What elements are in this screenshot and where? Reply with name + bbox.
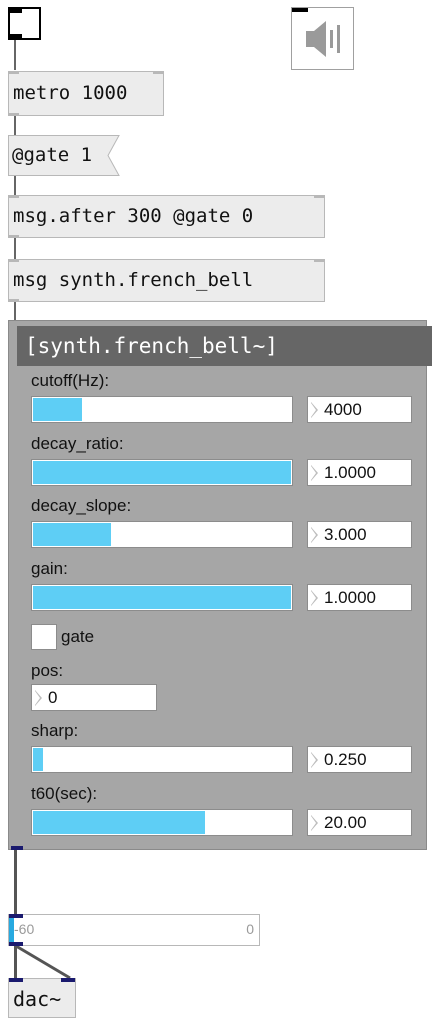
wire-toggle-metro (14, 40, 16, 70)
param-label-decay-slope: decay_slope: (31, 496, 132, 515)
param-label-decay-ratio: decay_ratio: (31, 434, 124, 453)
slider-cutoff[interactable] (31, 396, 293, 423)
numbox-value: 3.000 (324, 525, 367, 544)
meter-bar (9, 918, 14, 942)
metro-label: metro 1000 (13, 82, 128, 104)
dac-object[interactable]: dac~ (8, 978, 76, 1018)
inlet (9, 259, 19, 262)
wire-meter-dac-left (14, 946, 17, 978)
slider-sharp[interactable] (31, 746, 293, 773)
msg-after-label: msg.after 300 @gate 0 (13, 205, 254, 227)
wire-metro-gate (14, 116, 16, 136)
inlet (9, 195, 19, 198)
numbox-value: 20.00 (324, 813, 367, 832)
meter-max-label: 0 (246, 921, 254, 937)
wire-after-synth (14, 238, 16, 260)
wire-meter-dac-right (15, 944, 71, 980)
message-box-shape (8, 135, 120, 176)
speaker-icon (306, 21, 340, 57)
slider-fill (33, 586, 291, 609)
numbox-pos[interactable]: 0 (31, 684, 157, 711)
outlet (9, 235, 19, 238)
inlet (314, 195, 324, 198)
msg-synth-object[interactable]: msg synth.french_bell (8, 259, 325, 302)
param-label-cutoff: cutoff(Hz): (31, 371, 110, 390)
numbox-gain[interactable]: 1.0000 (307, 584, 412, 611)
param-label-t60: t60(sec): (31, 784, 98, 803)
slider-decay-ratio[interactable] (31, 459, 293, 486)
numbox-value: 4000 (324, 400, 362, 419)
wire-panel-meter (14, 850, 17, 914)
speaker-inlet (292, 8, 308, 12)
numbox-cutoff[interactable]: 4000 (307, 396, 412, 423)
metro-object[interactable]: metro 1000 (8, 71, 164, 116)
numbox-value: 0 (48, 688, 58, 707)
synth-panel: [synth.french_bell~] cutoff(Hz): 4000 de… (8, 320, 432, 850)
msg-after-object[interactable]: msg.after 300 @gate 0 (8, 195, 325, 238)
slider-t60[interactable] (31, 809, 293, 836)
inlet (153, 71, 163, 74)
slider-fill (33, 523, 111, 546)
gate-message-label: @gate 1 (12, 144, 93, 166)
wire-synth-panel (14, 302, 16, 322)
outlet (9, 113, 19, 116)
toggle-button[interactable] (8, 7, 41, 40)
level-meter[interactable]: -60 0 (8, 914, 260, 946)
numbox-value: 1.0000 (324, 588, 376, 607)
slider-fill (33, 398, 83, 421)
panel-title: [synth.french_bell~] (17, 326, 432, 366)
msg-synth-label: msg synth.french_bell (13, 269, 254, 291)
param-label-pos: pos: (31, 661, 64, 680)
numbox-t60[interactable]: 20.00 (307, 809, 412, 836)
gate-label: gate (61, 627, 95, 646)
panel-outlet (11, 846, 23, 850)
slider-fill (33, 811, 205, 834)
outlet (9, 299, 19, 302)
speaker-toggle[interactable] (291, 7, 354, 70)
toggle-icon (10, 9, 22, 13)
toggle-outlet (10, 34, 22, 38)
inlet (9, 71, 19, 74)
numbox-value: 0.250 (324, 750, 367, 769)
slider-gain[interactable] (31, 584, 293, 611)
gate-checkbox[interactable] (31, 624, 57, 650)
numbox-value: 1.0000 (324, 463, 376, 482)
meter-min-label: -60 (14, 921, 35, 937)
dac-inlet-left (9, 978, 23, 982)
slider-fill (33, 748, 44, 771)
slider-decay-slope[interactable] (31, 521, 293, 548)
wire-gate-after (14, 176, 16, 196)
dac-inlet-right (61, 978, 75, 982)
numbox-sharp[interactable]: 0.250 (307, 746, 412, 773)
slider-fill (33, 461, 291, 484)
numbox-decay-slope[interactable]: 3.000 (307, 521, 412, 548)
param-label-gain: gain: (31, 559, 68, 578)
inlet (314, 259, 324, 262)
meter-outlet (9, 942, 23, 946)
gate-message[interactable]: @gate 1 (8, 135, 120, 176)
numbox-decay-ratio[interactable]: 1.0000 (307, 459, 412, 486)
dac-label: dac~ (13, 987, 62, 1011)
meter-inlet (9, 914, 23, 918)
param-label-sharp: sharp: (31, 721, 79, 740)
